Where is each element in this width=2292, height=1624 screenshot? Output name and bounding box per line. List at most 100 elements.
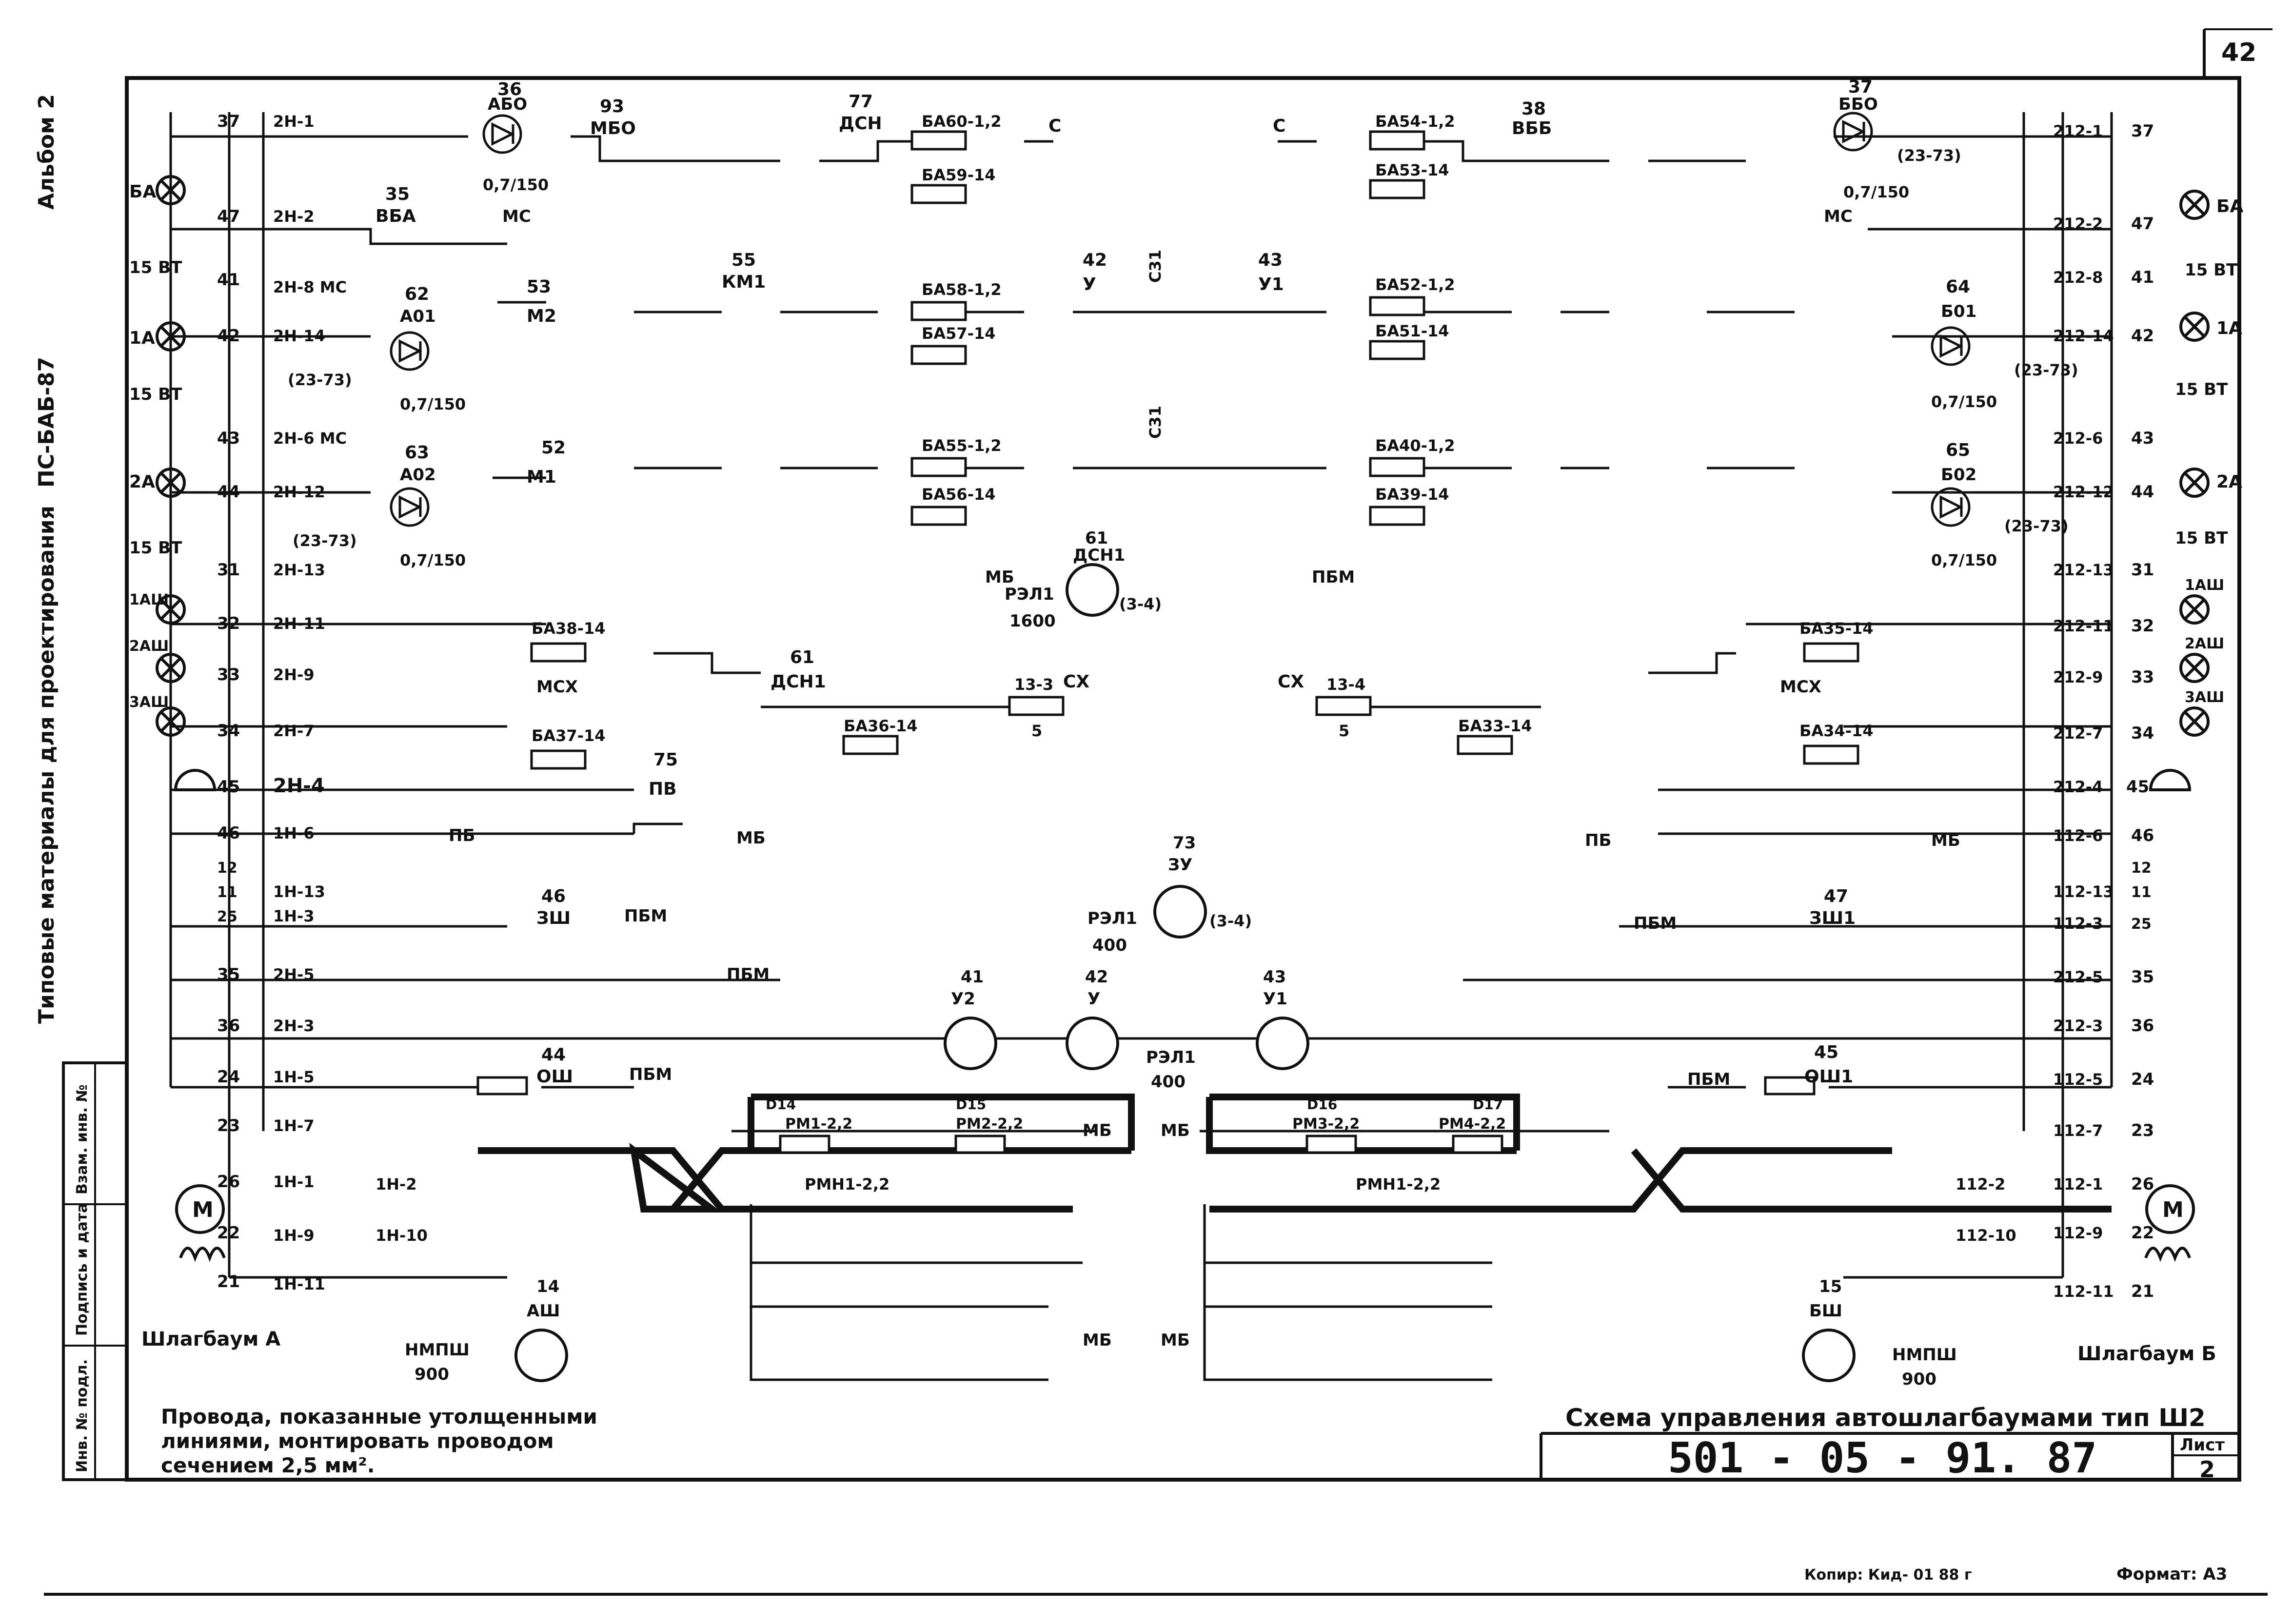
lamp-icon <box>156 321 186 352</box>
sheet-label: Лист <box>2180 1435 2225 1455</box>
lamp-power: 15 ВТ <box>129 538 182 558</box>
coil-icon <box>2144 1247 2191 1262</box>
coil-type: РЭЛ1 <box>1005 585 1054 604</box>
lamp-icon <box>2179 706 2210 737</box>
resistor-label: БА53-14 <box>1375 161 1449 179</box>
coil-note: (3-4) <box>1209 912 1252 930</box>
lamp-label-right: 1А <box>2216 318 2242 338</box>
bus-label: С <box>1273 116 1285 136</box>
wire-label: 1Н-11 <box>273 1275 325 1293</box>
relay-number: 44 <box>541 1045 566 1065</box>
terminal-number: 42 <box>2131 326 2154 346</box>
lamp-icon <box>156 468 186 498</box>
lamp-power: 15 ВТ <box>2185 260 2238 280</box>
bus-label: С31 <box>1146 406 1165 439</box>
terminal-number: 34 <box>2131 724 2154 743</box>
resistor-icon <box>910 506 967 526</box>
diode-id: D16 <box>1307 1096 1337 1113</box>
terminal-number: 33 <box>2131 667 2154 687</box>
relay-name: ЗШ <box>536 908 571 928</box>
led-number: 36 <box>497 79 522 99</box>
stamp-sign: Подпись и дата <box>74 1203 91 1336</box>
relay-number: 45 <box>1814 1042 1838 1062</box>
terminals-left: 37 47 41 42 43 44 31 32 33 34 45 46 12 1… <box>217 112 240 1291</box>
lamp-label-right: 3АШ <box>2185 689 2224 706</box>
lamp-icon <box>2179 190 2210 220</box>
lamp-power: 15 ВТ <box>2175 380 2228 399</box>
lamp-label-right: БА <box>2216 196 2243 216</box>
lamp-icon <box>2179 594 2210 625</box>
terminal-number: 46 <box>217 823 240 843</box>
relay-name: ОШ1 <box>1804 1067 1853 1087</box>
bus-label: МС <box>502 207 531 226</box>
relay-name: ВББ <box>1512 118 1552 138</box>
relay-number: 46 <box>541 886 566 906</box>
lamp-power: 15 ВТ <box>2175 528 2228 548</box>
coil-number: 43 <box>1263 967 1286 987</box>
resistor-label: БА35-14 <box>1799 619 1874 638</box>
resistor-icon <box>910 301 967 321</box>
terminal-number: 47 <box>2131 214 2154 234</box>
bus-label: ПБМ <box>629 1065 672 1084</box>
lamp-symbols <box>156 175 2210 737</box>
jumper-label: 112-10 <box>1956 1226 2016 1245</box>
document-number: 501 - 05 - 91. 87 <box>1668 1434 2097 1483</box>
resistor-icon <box>910 345 967 365</box>
coil-value: 1600 <box>1009 611 1056 631</box>
terminal-number: 44 <box>2131 482 2154 502</box>
lamp-icon <box>2179 468 2210 498</box>
lamp-power: 15 ВТ <box>129 258 182 277</box>
lamp-icon <box>2179 312 2210 342</box>
resistor-label: БА33-14 <box>1458 717 1532 735</box>
wire-label: 212-7 <box>2053 724 2103 743</box>
coil-name: АШ <box>527 1301 560 1321</box>
copy-note: Копир: Кид- 01 88 г <box>1804 1566 1972 1584</box>
bus-labels: С С СХ СХ МС МС МБ МБ МБ МБ МБ МБ МБ ПБ … <box>449 116 1960 1350</box>
resistor-label: БА34-14 <box>1799 722 1874 740</box>
coil-labels: 61 ДСН1 РЭЛ1 1600 (3-4) 73 ЗУ РЭЛ1 400 (… <box>405 528 1957 1389</box>
wire-label: 212-1 <box>2053 122 2103 140</box>
coil-name: У2 <box>951 989 975 1009</box>
wire-label: 212-11 <box>2053 617 2114 635</box>
jumper-label: 1Н-2 <box>375 1175 417 1194</box>
diode-note: (23-73) <box>2014 361 2078 379</box>
terminal-number: 24 <box>2131 1070 2154 1089</box>
terminal-number: 11 <box>2131 884 2152 901</box>
relay-number: 53 <box>527 277 551 297</box>
terminal-number: 37 <box>217 112 240 131</box>
terminal-number: 31 <box>2131 560 2154 580</box>
resistor-label: БА39-14 <box>1375 485 1449 504</box>
resistor-label: БА59-14 <box>922 166 996 184</box>
rm-label: РМ2-2,2 <box>956 1115 1023 1133</box>
wire-label: 112-13 <box>2053 882 2114 901</box>
resistor-icon <box>1369 179 1425 199</box>
led-number: 62 <box>405 284 429 304</box>
bus-label: ПБМ <box>1634 914 1677 933</box>
terminal-number: 35 <box>217 965 240 984</box>
diode-icon <box>482 114 522 154</box>
resistor-icon <box>1369 296 1425 316</box>
bus-label: МБ <box>1931 831 1960 850</box>
resistor-label: БА57-14 <box>922 324 996 343</box>
wire-label: 2Н-9 <box>273 665 315 684</box>
terminal-number: 11 <box>217 884 237 901</box>
sheet-top-number: 42 <box>2221 38 2256 67</box>
terminal-number: 36 <box>217 1016 240 1036</box>
diode-id: D17 <box>1473 1096 1503 1113</box>
terminal-number: 23 <box>217 1116 240 1135</box>
fuse-icon <box>1315 696 1372 716</box>
wire-label: 112-11 <box>2053 1282 2114 1301</box>
resistor-label: БА40-1,2 <box>1375 436 1455 455</box>
resistor-icon <box>910 130 967 151</box>
resistor-icon <box>842 735 899 755</box>
terminal-number: 45 <box>2126 777 2149 797</box>
fuse-value: 5 <box>1031 722 1042 740</box>
code-label: ПС-БАБ-87 <box>34 357 59 488</box>
lamp-icon <box>156 706 186 737</box>
wire-label: 212-3 <box>2053 1017 2103 1035</box>
terminal-number: 21 <box>217 1272 240 1291</box>
coil-number: 15 <box>1819 1277 1842 1296</box>
bell-icon <box>2149 769 2192 791</box>
